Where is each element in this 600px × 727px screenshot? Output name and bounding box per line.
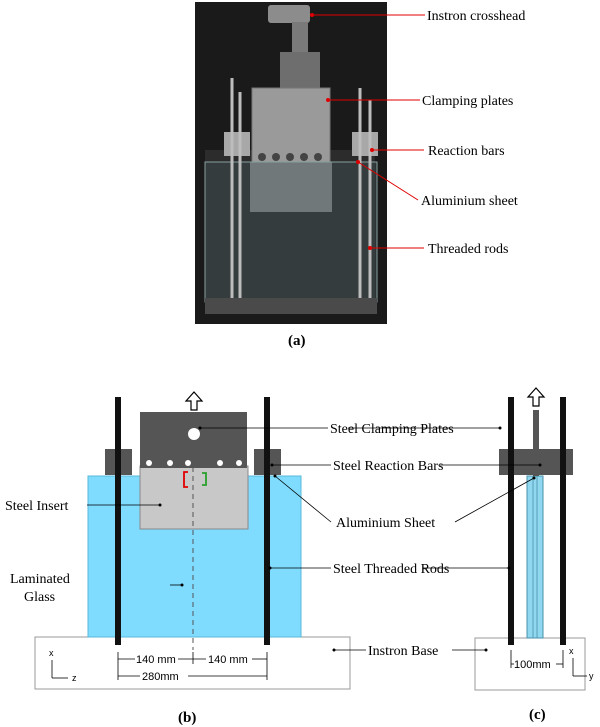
- label-laminated: Laminated: [10, 572, 70, 587]
- dim-gap-100: 100mm: [514, 659, 551, 671]
- clamp-pin-hole: [188, 428, 200, 440]
- reaction-bar-right-photo: [352, 132, 378, 156]
- dim-left-140: 140 mm: [136, 654, 176, 666]
- label-reaction-bars: Reaction bars: [428, 144, 505, 159]
- label-glass: Glass: [24, 590, 55, 605]
- aluminium-sheet-marker-red: [183, 471, 188, 488]
- panel-a-leader-dots: [310, 13, 374, 250]
- label-instron-crosshead: Instron crosshead: [427, 9, 525, 24]
- instron-base-c: [474, 637, 586, 691]
- dimension-lines: [117, 652, 268, 680]
- steel-clamping-plate-side: [533, 410, 539, 476]
- reaction-bar-left-photo: [224, 132, 250, 156]
- label-steel-insert: Steel Insert: [5, 499, 68, 514]
- label-aluminium-sheet: Aluminium sheet: [421, 194, 518, 209]
- axis-z-b: z: [72, 673, 77, 683]
- axis-x-c: x: [569, 646, 574, 656]
- dimension-line-c: [510, 650, 564, 668]
- caption-b: (b): [178, 710, 196, 726]
- dim-total-280: 280mm: [142, 671, 179, 683]
- threaded-rods-photo: [230, 78, 372, 300]
- label-steel-clamping-plates: Steel Clamping Plates: [330, 422, 454, 437]
- schematic-panel-c: 100mm x y: [474, 387, 594, 691]
- crosshead-disk: [268, 5, 310, 23]
- schematic-panel-b: 140 mm 140 mm 280mm x z: [34, 391, 351, 690]
- label-instron-base: Instron Base: [368, 644, 438, 659]
- axes-triad-b: [51, 660, 68, 679]
- glass-side-view: [526, 475, 544, 639]
- plate-bolts: [258, 153, 322, 161]
- pull-arrow-side-icon: [526, 387, 546, 407]
- threaded-rod-left: [115, 397, 121, 645]
- threaded-rod-c-left: [508, 397, 514, 645]
- label-steel-reaction-bars: Steel Reaction Bars: [333, 459, 443, 474]
- photo-panel-a: [195, 2, 387, 324]
- crosshead-shaft: [292, 22, 308, 52]
- panel-bc-leader-dots: [158, 426, 542, 652]
- pull-arrow-icon: [184, 391, 204, 411]
- threaded-rod-right: [264, 397, 270, 645]
- dim-right-140: 140 mm: [208, 654, 248, 666]
- label-threaded-rods: Threaded rods: [428, 242, 508, 257]
- label-aluminium-sheet-b: Aluminium Sheet: [336, 516, 435, 531]
- caption-a: (a): [288, 333, 306, 349]
- panel-a-leaders: [312, 14, 425, 249]
- instron-base-b: [34, 636, 351, 690]
- steel-insert: [139, 465, 249, 530]
- glass-photo: [204, 161, 378, 303]
- aluminium-sheet-marker-green: [202, 472, 207, 486]
- clamping-plate-photo: [251, 87, 331, 167]
- caption-c: (c): [529, 707, 546, 723]
- photo-base: [205, 298, 377, 314]
- axis-y-c: y: [589, 671, 594, 681]
- panel-bc-leaders: [87, 427, 540, 651]
- axes-triad-c: [572, 658, 587, 677]
- threaded-rod-c-right: [560, 397, 566, 645]
- label-clamping-plates: Clamping plates: [422, 94, 513, 109]
- clamp-bolt-holes: [146, 460, 242, 466]
- axis-x-b: x: [49, 648, 54, 658]
- label-steel-threaded-rods: Steel Threaded Rods: [333, 562, 449, 577]
